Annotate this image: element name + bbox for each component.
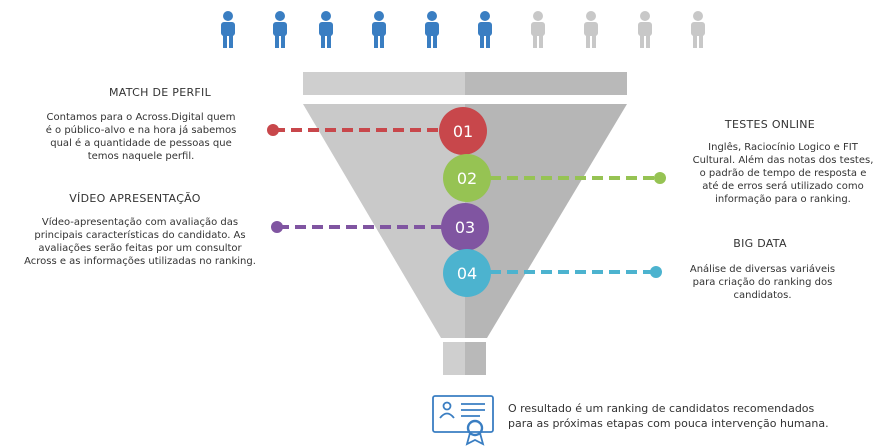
person-icon-active	[478, 11, 492, 48]
step-number-03: 03	[455, 218, 475, 237]
testes-description: Inglês, Raciocínio Logico e FIT Cultural…	[678, 141, 888, 206]
funnel-spout-right	[465, 342, 486, 375]
result-line-1: O resultado é um ranking de candidatos r…	[508, 402, 815, 415]
video-title: VÍDEO APRESENTAÇÃO	[69, 192, 201, 205]
step-circle-02	[443, 154, 491, 202]
testes-line-3: o padrão de tempo de resposta e	[699, 168, 867, 179]
video-line-3: avaliações serão feitas por um consultor	[38, 243, 242, 254]
testes-line-2: Cultural. Além das notas dos testes,	[692, 155, 874, 166]
result-line-2: para as próximas etapas com pouca interv…	[508, 417, 829, 431]
testes-title: TESTES ONLINE	[724, 118, 816, 131]
person-icon-active	[319, 11, 333, 48]
match-line-4: temos naquele perfil.	[87, 151, 195, 162]
funnel-top-band-right	[465, 72, 627, 95]
funnel-top-band-left	[303, 72, 465, 95]
match-line-1: Contamos para o Across.Digital quem	[46, 112, 236, 123]
match-line-2: é o público-alvo e na hora já sabemos	[45, 125, 237, 136]
connector-dot-03	[271, 221, 283, 233]
testes-line-1: Inglês, Raciocínio Logico e FIT	[708, 142, 858, 153]
step-number-02: 02	[457, 169, 477, 188]
connector-dot-02	[654, 172, 666, 184]
video-line-1: Vídeo-apresentação com avaliação das	[41, 217, 239, 228]
people-row	[221, 11, 705, 48]
bigdata-line-1: Análise de diversas variáveis	[689, 264, 836, 275]
bigdata-line-2: para criação do ranking dos	[692, 277, 833, 288]
connector-dot-01	[267, 124, 279, 136]
step-circle-03	[441, 203, 489, 251]
connector-03	[271, 221, 444, 233]
connector-01	[267, 124, 444, 136]
video-line-4: Across e as informações utilizadas no ra…	[24, 256, 256, 267]
person-icon-active	[221, 11, 235, 48]
person-icon-active	[372, 11, 386, 48]
funnel-body-left	[303, 104, 465, 338]
video-line-2: principais características do candidato.…	[34, 230, 246, 241]
connector-dot-04	[650, 266, 662, 278]
person-icon-active	[425, 11, 439, 48]
funnel-spout-left	[443, 342, 465, 375]
step-number-04: 04	[457, 264, 477, 283]
person-icon-inactive	[638, 11, 652, 48]
person-icon-active	[273, 11, 287, 48]
video-description: Vídeo-apresentação com avaliação das pri…	[6, 216, 274, 268]
step-02: 02	[443, 154, 491, 202]
person-icon-inactive	[584, 11, 598, 48]
step-01: 01	[439, 107, 487, 155]
funnel-body-right	[465, 104, 627, 338]
match-description: Contamos para o Across.Digital quem é o …	[22, 111, 260, 163]
step-circle-04	[443, 249, 491, 297]
step-04: 04	[443, 249, 491, 297]
certificate-icon	[432, 395, 494, 446]
step-number-01: 01	[453, 122, 473, 141]
testes-line-5: informação para o ranking.	[715, 194, 851, 205]
testes-line-4: até de erros será utilizado como	[702, 181, 864, 192]
bigdata-line-3: candidatos.	[733, 290, 792, 301]
result-text: O resultado é um ranking de candidatos r…	[508, 401, 888, 432]
step-03: 03	[441, 203, 489, 251]
match-title: MATCH DE PERFIL	[108, 86, 212, 99]
bigdata-description: Análise de diversas variáveis para criaç…	[670, 263, 855, 302]
step-circle-01	[439, 107, 487, 155]
connector-02	[490, 172, 666, 184]
match-line-3: qual é a quantidade de pessoas que	[50, 138, 232, 149]
bigdata-title: BIG DATA	[733, 237, 787, 250]
person-icon-inactive	[531, 11, 545, 48]
person-icon-inactive	[691, 11, 705, 48]
connector-04	[490, 266, 662, 278]
